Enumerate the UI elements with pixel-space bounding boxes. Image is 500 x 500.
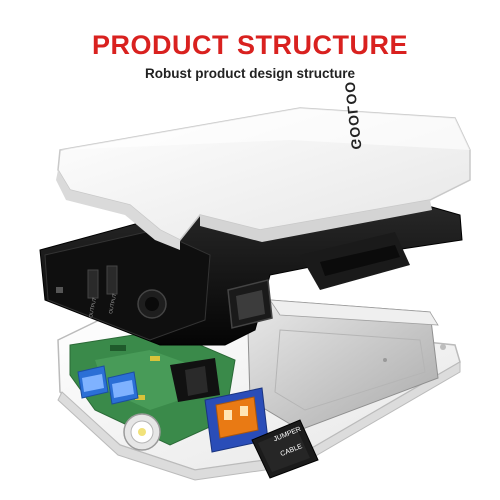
page-subtitle: Robust product design structure [144,66,355,81]
port-label-2: OUTPUT [108,293,118,314]
rubber-cap [170,358,220,402]
port-label-1: OUTPUT [88,297,98,318]
battery-cell-pack [247,299,439,431]
flashlight-icon [123,413,161,451]
brand-logo: GOOLOO [342,80,365,150]
black-frame [39,194,463,346]
top-cover [56,107,471,250]
jumper-connector [204,387,269,453]
battery-icon [383,358,387,362]
usb-port-icon [77,365,139,405]
power-indicator [56,287,63,293]
car-jump-icon [251,419,319,479]
page-title: PRODUCT STRUCTURE [92,30,408,60]
